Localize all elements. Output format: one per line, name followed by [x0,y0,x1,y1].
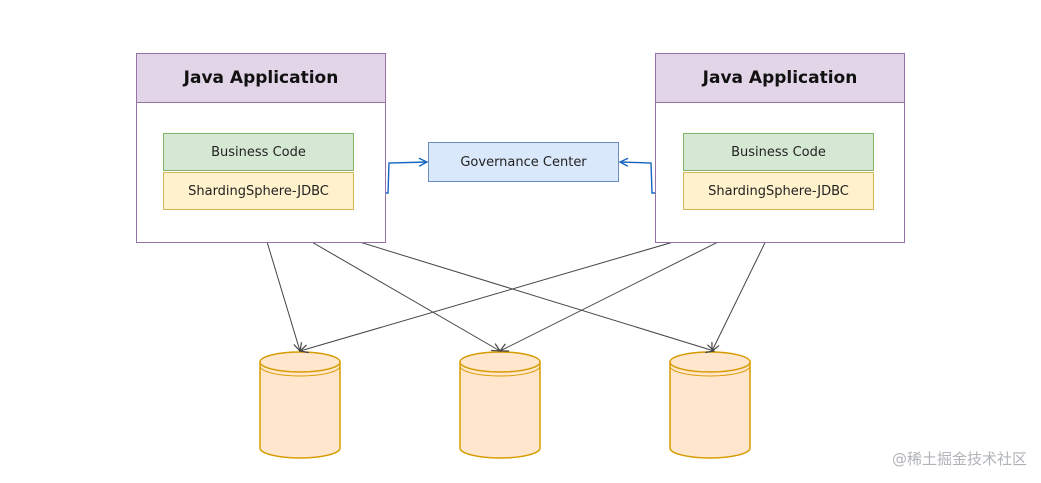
right-shardingsphere-jdbc-box: ShardingSphere-JDBC [683,172,874,210]
database-cylinder-3 [669,351,751,459]
right-java-application-title: Java Application [656,54,904,103]
governance-center-box: Governance Center [428,142,619,182]
watermark-text: @稀土掘金技术社区 [891,450,1027,468]
database-cylinder-2 [459,351,541,459]
left-shardingsphere-jdbc-box: ShardingSphere-JDBC [163,172,354,210]
right-business-code-box: Business Code [683,133,874,171]
left-java-application-title: Java Application [137,54,385,103]
database-cylinder-1 [259,351,341,459]
left-business-code-box: Business Code [163,133,354,171]
